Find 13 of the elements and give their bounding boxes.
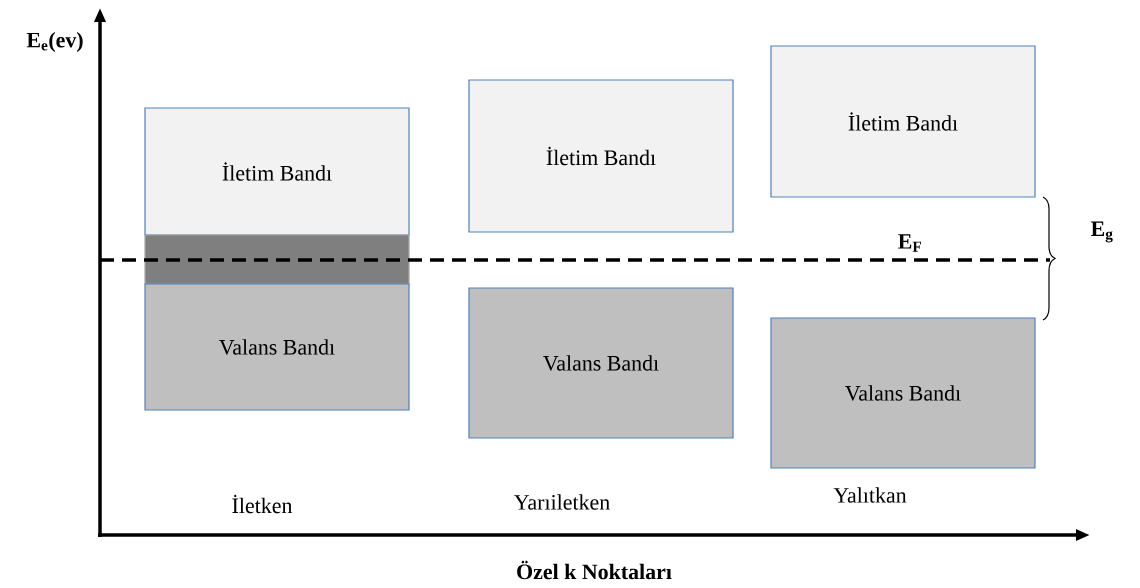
energy-band-box: Valans Bandı [770, 317, 1036, 469]
energy-band-box: Valans Bandı [144, 283, 410, 411]
axis-label: E$_{e}$(ev) [26, 32, 83, 52]
column-label: Yarıiletken [514, 494, 610, 510]
axis-label: Özel k Noktaları [517, 560, 672, 580]
overlap-band [144, 234, 410, 285]
energy-band-box: Valans Bandı [468, 287, 734, 439]
column-label: İletken [232, 494, 293, 514]
band-gap-label: E$_{g}$ [1091, 221, 1113, 243]
energy-band-box: İletim Bandı [770, 45, 1036, 198]
energy-band-box: İletim Bandı [144, 107, 410, 236]
energy-band-box: İletim Bandı [468, 79, 734, 233]
fermi-level-label: E$_{F}$ [898, 234, 921, 252]
